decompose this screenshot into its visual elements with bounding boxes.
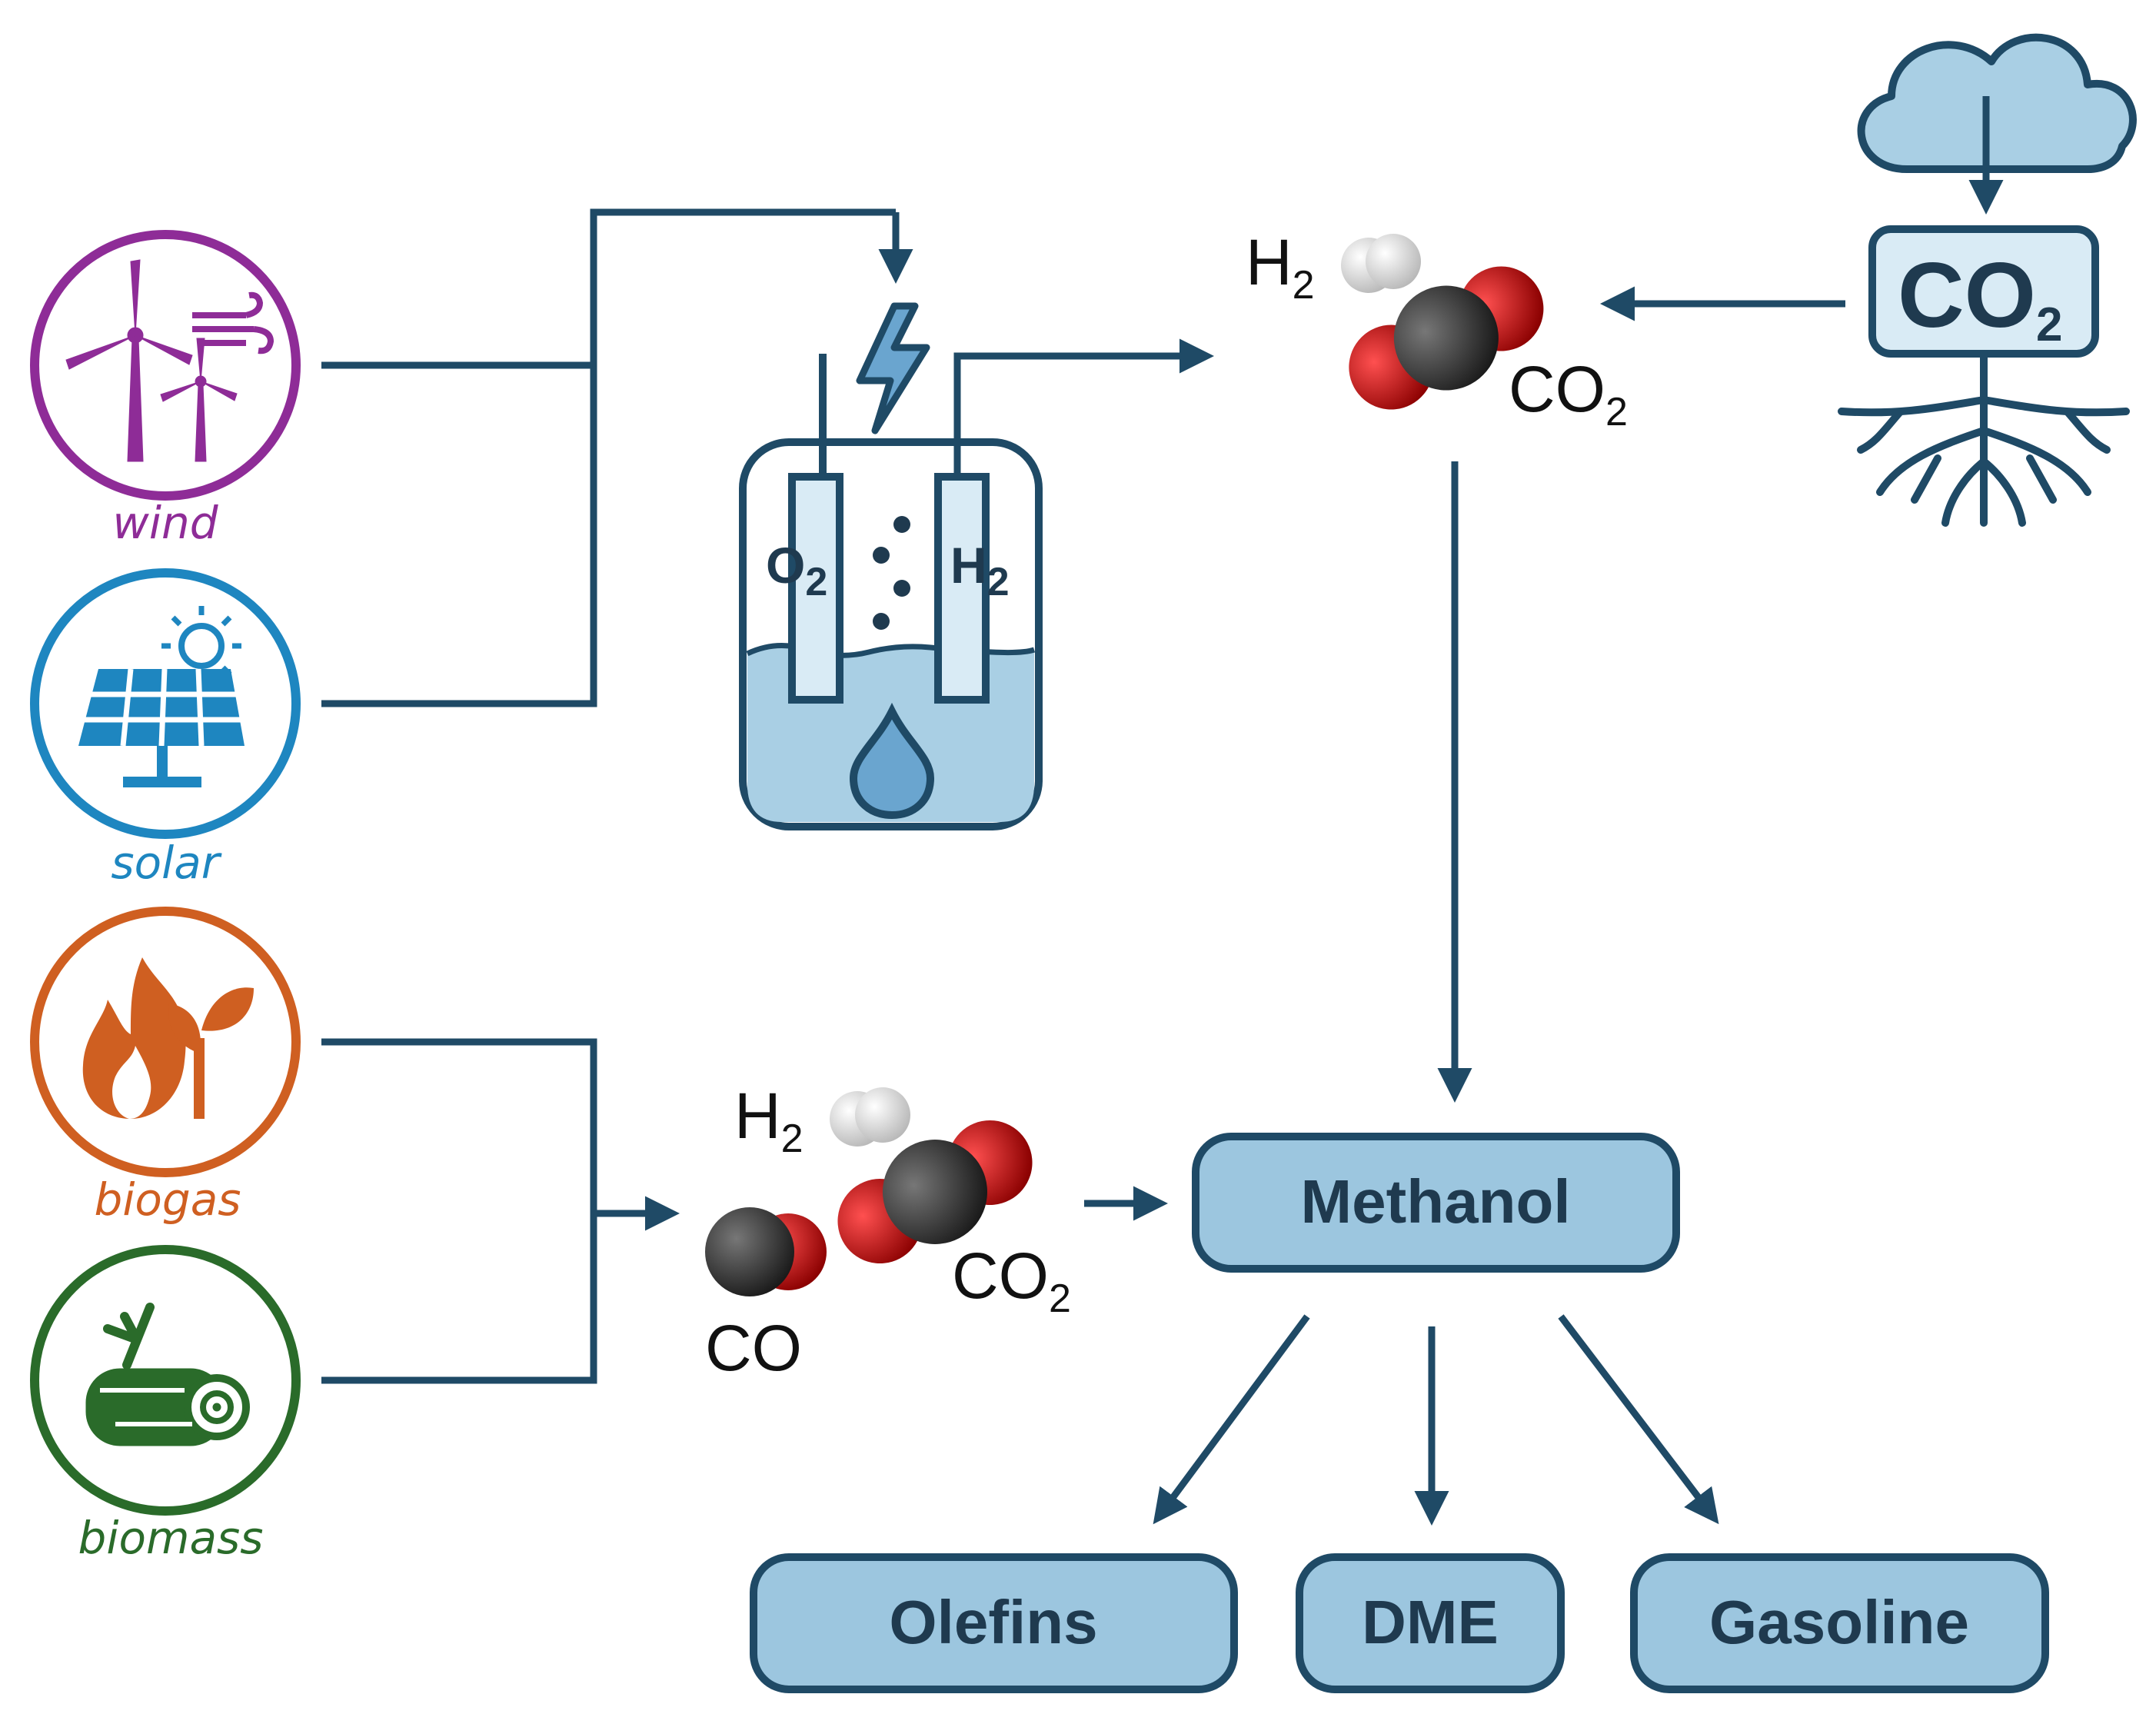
gas-bubbles	[873, 516, 910, 630]
lower-connectors	[321, 1038, 680, 1384]
cathode	[934, 473, 990, 704]
methanol-box	[1192, 1133, 1680, 1273]
to-gasoline-arrow	[1558, 1314, 1719, 1525]
biogas-biomass-connector	[321, 1038, 597, 1384]
lower-co2-label: CO2	[952, 1240, 1071, 1321]
water-drop-icon	[849, 702, 935, 820]
solar-circle	[30, 568, 301, 839]
lightning-icon	[856, 302, 930, 434]
gasoline-label: Gasoline	[1709, 1588, 1969, 1656]
hydrogen-outlet-arrow	[953, 338, 1214, 477]
capture-co2-label: CO2	[1898, 244, 2062, 351]
anode	[788, 473, 843, 704]
flame-leaf-icon	[82, 957, 254, 1119]
co-molecule	[705, 1207, 827, 1296]
wind-source: wind	[30, 230, 301, 549]
dme-box	[1296, 1553, 1565, 1693]
biomass-source: biomass	[30, 1245, 301, 1564]
cathode-gas-label: H2	[950, 537, 1010, 604]
biogas-label: biogas	[95, 1173, 241, 1226]
co2-capture: CO2	[1600, 33, 2137, 527]
wind-label: wind	[112, 497, 218, 549]
lower-gas-mixture: H2 CO2 CO	[705, 1080, 1168, 1384]
upper-co2-label: CO2	[1509, 353, 1628, 434]
anode-gas-label: O2	[766, 537, 827, 604]
solar-label: solar	[111, 837, 221, 889]
to-olefins-arrow	[1153, 1314, 1310, 1525]
products: Methanol Olefins DME Gasoline	[750, 1133, 2049, 1693]
biogas-source: biogas	[30, 907, 301, 1226]
solar-source: solar	[30, 568, 301, 889]
log-branch-icon	[85, 1303, 250, 1446]
upper-h2-label: H2	[1246, 226, 1315, 308]
electrolyzer: O2 H2	[739, 302, 1214, 830]
methanol-label: Methanol	[1300, 1167, 1570, 1236]
biogas-circle	[30, 907, 301, 1177]
lower-co2-molecule	[837, 1120, 1033, 1264]
wind-turbine-icon	[65, 259, 274, 462]
biomass-label: biomass	[78, 1512, 264, 1564]
solar-connector	[321, 365, 597, 707]
gasoline-box	[1630, 1553, 2049, 1693]
roots-icon	[1838, 350, 2130, 527]
lower-h2-molecule	[830, 1087, 910, 1147]
wind-connector	[321, 208, 896, 369]
solar-panel-icon	[78, 606, 245, 787]
co-label: CO	[705, 1312, 802, 1384]
cloud-icon	[1857, 33, 2137, 173]
biomass-circle	[30, 1245, 301, 1516]
olefins-box	[750, 1553, 1238, 1693]
wind-circle	[30, 230, 301, 501]
co2-molecule	[1349, 266, 1544, 410]
dme-label: DME	[1362, 1588, 1499, 1656]
h2-molecule	[1341, 234, 1421, 293]
upper-gas-mixture: H2 CO2	[1246, 226, 1628, 434]
lower-h2-label: H2	[734, 1080, 804, 1161]
olefins-label: Olefins	[889, 1588, 1097, 1656]
upper-connectors	[321, 208, 913, 707]
